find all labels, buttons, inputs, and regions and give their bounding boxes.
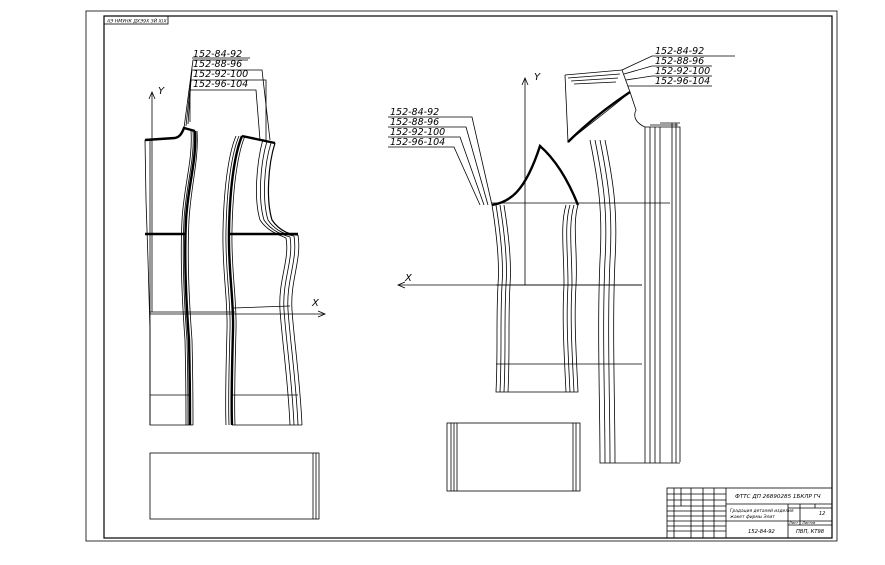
title-group: ПВП, КТ98 [796,529,825,535]
title-block: ФТТС ДП 26890285 1БКЛР ГЧ Градация детал… [666,487,833,539]
left-y-arrow [148,90,156,100]
right-upper-size-label-1: 152-84-92 [655,46,704,57]
top-stamp-text: АЭ НМУНК ДХЭ9Х ЗЙ Х)Х [106,18,167,25]
right-x-label: X [404,273,413,284]
right-pattern-group: Y X [388,46,735,492]
right-lower-size-leaders [388,116,493,206]
right-lower-size-label-2: 152-88-96 [390,117,439,128]
right-x-arrow [396,281,406,289]
right-upper-size-label-3: 152-92-100 [655,66,710,77]
left-size-label-1: 152-84-92 [193,49,242,60]
left-flap-piece [149,452,320,520]
sleeve-piece [491,143,670,393]
collar-piece [564,69,681,464]
left-size-label-4: 152-96-104 [193,79,248,90]
title-size-code: 152-84-92 [748,529,775,535]
right-lower-size-label-3: 152-92-100 [390,127,445,138]
title-sheet-no: 12 [819,511,825,517]
right-upper-size-label-4: 152-96-104 [655,76,710,87]
inner-frame [103,15,833,539]
right-upper-size-leaders [621,55,735,87]
title-doc-code: ФТТС ДП 26890285 1БКЛР ГЧ [735,494,821,500]
left-size-leaders [183,57,271,141]
left-x-arrow [317,310,327,318]
left-size-label-3: 152-92-100 [193,69,248,80]
title-sheets-label: Листов [801,521,815,525]
right-y-arrow [521,76,529,86]
right-flap-piece [446,422,581,492]
left-x-label: X [311,298,320,309]
left-size-label-2: 152-88-96 [193,59,242,70]
left-y-label: Y [158,86,165,97]
title-description-2: жакет фирмы Элит [729,514,775,520]
title-description-1: Градация деталей изделия [730,508,794,514]
top-stamp-box [103,15,169,25]
right-lower-size-label-4: 152-96-104 [390,137,445,148]
title-sheet-label: Лист [788,521,799,525]
right-lower-size-label-1: 152-84-92 [390,107,439,118]
left-pattern-group: Y X [144,49,327,520]
back-piece [144,126,235,426]
right-y-label: Y [534,72,541,83]
outer-frame [85,10,838,542]
front-piece [222,134,303,426]
right-upper-size-label-2: 152-88-96 [655,56,704,67]
